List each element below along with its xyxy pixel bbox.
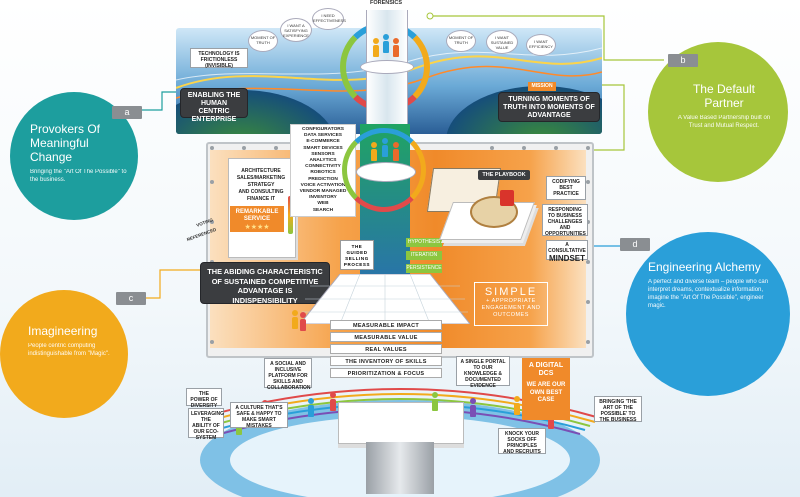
runway-step: THE INVENTORY OF SKILLS [330, 356, 442, 366]
arch-item: STRATEGY [247, 182, 275, 188]
arch-item: ARCHITECTURE [241, 168, 281, 174]
forensics-label: FORENSICS [369, 0, 403, 6]
circle-provokers-subtitle: Bringing the "Art Of The Possible" to th… [30, 169, 127, 183]
circle-partner-title: The Default Partner [692, 82, 756, 110]
tag-a: a [112, 106, 142, 119]
phase-stack: HYPOTHESIS ITERATION PERSISTENCE [406, 238, 442, 273]
note-power-diversity: THE POWER OF DIVERSITY [186, 388, 222, 409]
circle-imagineering: Imagineering People centric computing in… [0, 290, 128, 418]
note-codifying: CODIFYING BEST PRACTICE [546, 176, 586, 200]
person-figure [371, 142, 377, 161]
simple-box: SIMPLE + APPROPRIATE ENGAGEMENT AND OUTC… [474, 282, 548, 326]
center-ring-mid [342, 128, 426, 212]
person-figure [393, 142, 399, 161]
rating-stars: ★★★★ [244, 224, 270, 231]
playbook-label: THE PLAYBOOK [478, 170, 530, 180]
bottom-stand [366, 442, 434, 494]
simple-rest: + APPROPRIATE ENGAGEMENT AND OUTCOMES [481, 298, 541, 318]
circle-alchemy-title: Engineering Alchemy [648, 260, 761, 274]
guided-label: THE GUIDED SELLING PROCESS [343, 244, 371, 267]
note-technology-frictionless: TECHNOLOGY IS FRICTIONLESS (INVISIBLE) [190, 48, 248, 69]
note-single-portal: A SINGLE PORTAL TO OUR KNOWLEDGE & DOCUM… [456, 356, 510, 389]
cloud-moment-truth-1: MOMENT OF TRUTH [248, 30, 278, 52]
box-enabling: ENABLING THE HUMAN CENTRIC ENTERPRISE [180, 88, 248, 123]
circle-default-partner: The Default Partner A Value Based Partne… [648, 42, 788, 182]
person-figure [382, 138, 388, 157]
bottom-pedestal [338, 402, 464, 444]
tech-item: SMART DEVICES [303, 145, 343, 151]
note-knock-socks: KNOCK YOUR SOCKS OFF PRINCIPLES AND RECR… [498, 428, 546, 455]
simple-title: SIMPLE [484, 286, 538, 298]
tech-item: VOICE ACTIVATION [300, 182, 346, 188]
person-figure [308, 398, 314, 417]
circle-partner-subtitle: A Value Based Partnership built on Trust… [677, 115, 771, 129]
circle-engineering-alchemy: Engineering Alchemy A perfect and divers… [626, 232, 790, 396]
runway-step: PRIORITIZATION & FOCUS [330, 368, 442, 378]
digital-sub: WE ARE OUR OWN BEST CASE [526, 382, 566, 403]
person-figure [432, 392, 438, 411]
note-consultative: A CONSULTATIVE MINDSET [546, 240, 588, 263]
tech-item: ROBOTICS [310, 170, 336, 176]
person-figure [514, 396, 520, 415]
top-pedestal [360, 60, 414, 74]
cloud-effectiveness: I NEED EFFECTIVENESS [312, 8, 346, 30]
tech-item: VENDOR MANAGED INVENTORY [299, 189, 347, 201]
guided-selling-box: THE GUIDED SELLING PROCESS [340, 240, 374, 270]
runway-step: MEASURABLE IMPACT [330, 320, 442, 330]
tech-item: CONFIGURATORS [302, 127, 344, 132]
tag-c: c [116, 292, 146, 305]
tech-item: PREDICTION [308, 176, 338, 182]
phase-item: HYPOTHESIS [406, 238, 442, 247]
digital-label: A DIGITAL DCS [528, 362, 564, 377]
person-figure [393, 38, 399, 57]
tech-item: WEB [317, 201, 329, 207]
red-badge [500, 190, 514, 206]
person-figure [292, 310, 298, 329]
circle-alchemy-subtitle: A perfect and diverse team – people who … [648, 279, 769, 309]
box-abiding: THE ABIDING CHARACTERISTIC OF SUSTAINED … [200, 262, 330, 305]
note-culture: A CULTURE THAT'S SAFE & HAPPY TO MAKE SM… [230, 402, 288, 429]
mission-tag: MISSION [528, 82, 556, 91]
remarkable-service: REMARKABLE SERVICE ★★★★ [230, 206, 284, 232]
tech-item: E-COMMERCE [306, 139, 340, 145]
person-figure [300, 312, 306, 331]
grid-floor [300, 274, 470, 324]
tech-item: ANALYTICS [309, 158, 337, 164]
note-responding: RESPONDING TO BUSINESS CHALLENGES AND OP… [542, 204, 588, 237]
cloud-sustained-value: I WANT SUSTAINED VALUE [486, 30, 518, 54]
circle-imagineering-subtitle: People centric computing indistinguishab… [28, 343, 110, 357]
phase-item: PERSISTENCE [406, 264, 442, 273]
note-leveraging: LEVERAGING THE ABILITY OF OUR ECO-SYSTEM [188, 408, 224, 441]
tech-item: CONNECTIVITY [305, 164, 341, 170]
tech-item: SEARCH [312, 207, 334, 213]
tech-item: DATA SERVICES [304, 133, 342, 139]
digital-dcs-box: A DIGITAL DCS WE ARE OUR OWN BEST CASE [522, 358, 570, 420]
box-mission: TURNING MOMENTS OF TRUTH INTO MOMENTS OF… [498, 92, 600, 122]
runway-step: MEASURABLE VALUE [330, 332, 442, 342]
arch-item: SALES/MARKETING [236, 175, 286, 181]
person-figure [373, 38, 379, 57]
arch-item: AND CONSULTING [238, 189, 284, 195]
note-bringing: BRINGING 'THE ART OF THE POSSIBLE' TO TH… [594, 396, 642, 423]
mindset-label: MINDSET [549, 254, 585, 263]
arch-list: ARCHITECTURE SALES/MARKETING STRATEGY AN… [230, 168, 292, 203]
mid-pedestal [356, 162, 416, 182]
note-social-platform: A SOCIAL AND INCLUSIVE PLATFORM FOR SKIL… [264, 358, 312, 391]
tech-item: SENSORS [311, 151, 335, 157]
circle-imagineering-title: Imagineering [28, 324, 98, 338]
cloud-efficiency: I WANT EFFICIENCY [526, 34, 556, 56]
phase-item: ITERATION [406, 251, 442, 260]
remarkable-label: REMARKABLE SERVICE [235, 209, 279, 222]
person-figure [330, 392, 336, 411]
consultative-small: A CONSULTATIVE [548, 242, 586, 254]
cloud-satisfying: I WANT A SATISFYING EXPERIENCE [280, 18, 312, 42]
person-figure [470, 398, 476, 417]
arch-item: FINANCE IT [246, 196, 276, 202]
person-figure [383, 34, 389, 53]
runway-step: REAL VALUES [330, 344, 442, 354]
tag-b: b [668, 54, 698, 67]
circle-provokers-title: Provokers Of Meaningful Change [30, 122, 101, 164]
tag-d: d [620, 238, 650, 251]
cloud-moment-truth-2: MOMENT OF TRUTH [446, 30, 476, 52]
